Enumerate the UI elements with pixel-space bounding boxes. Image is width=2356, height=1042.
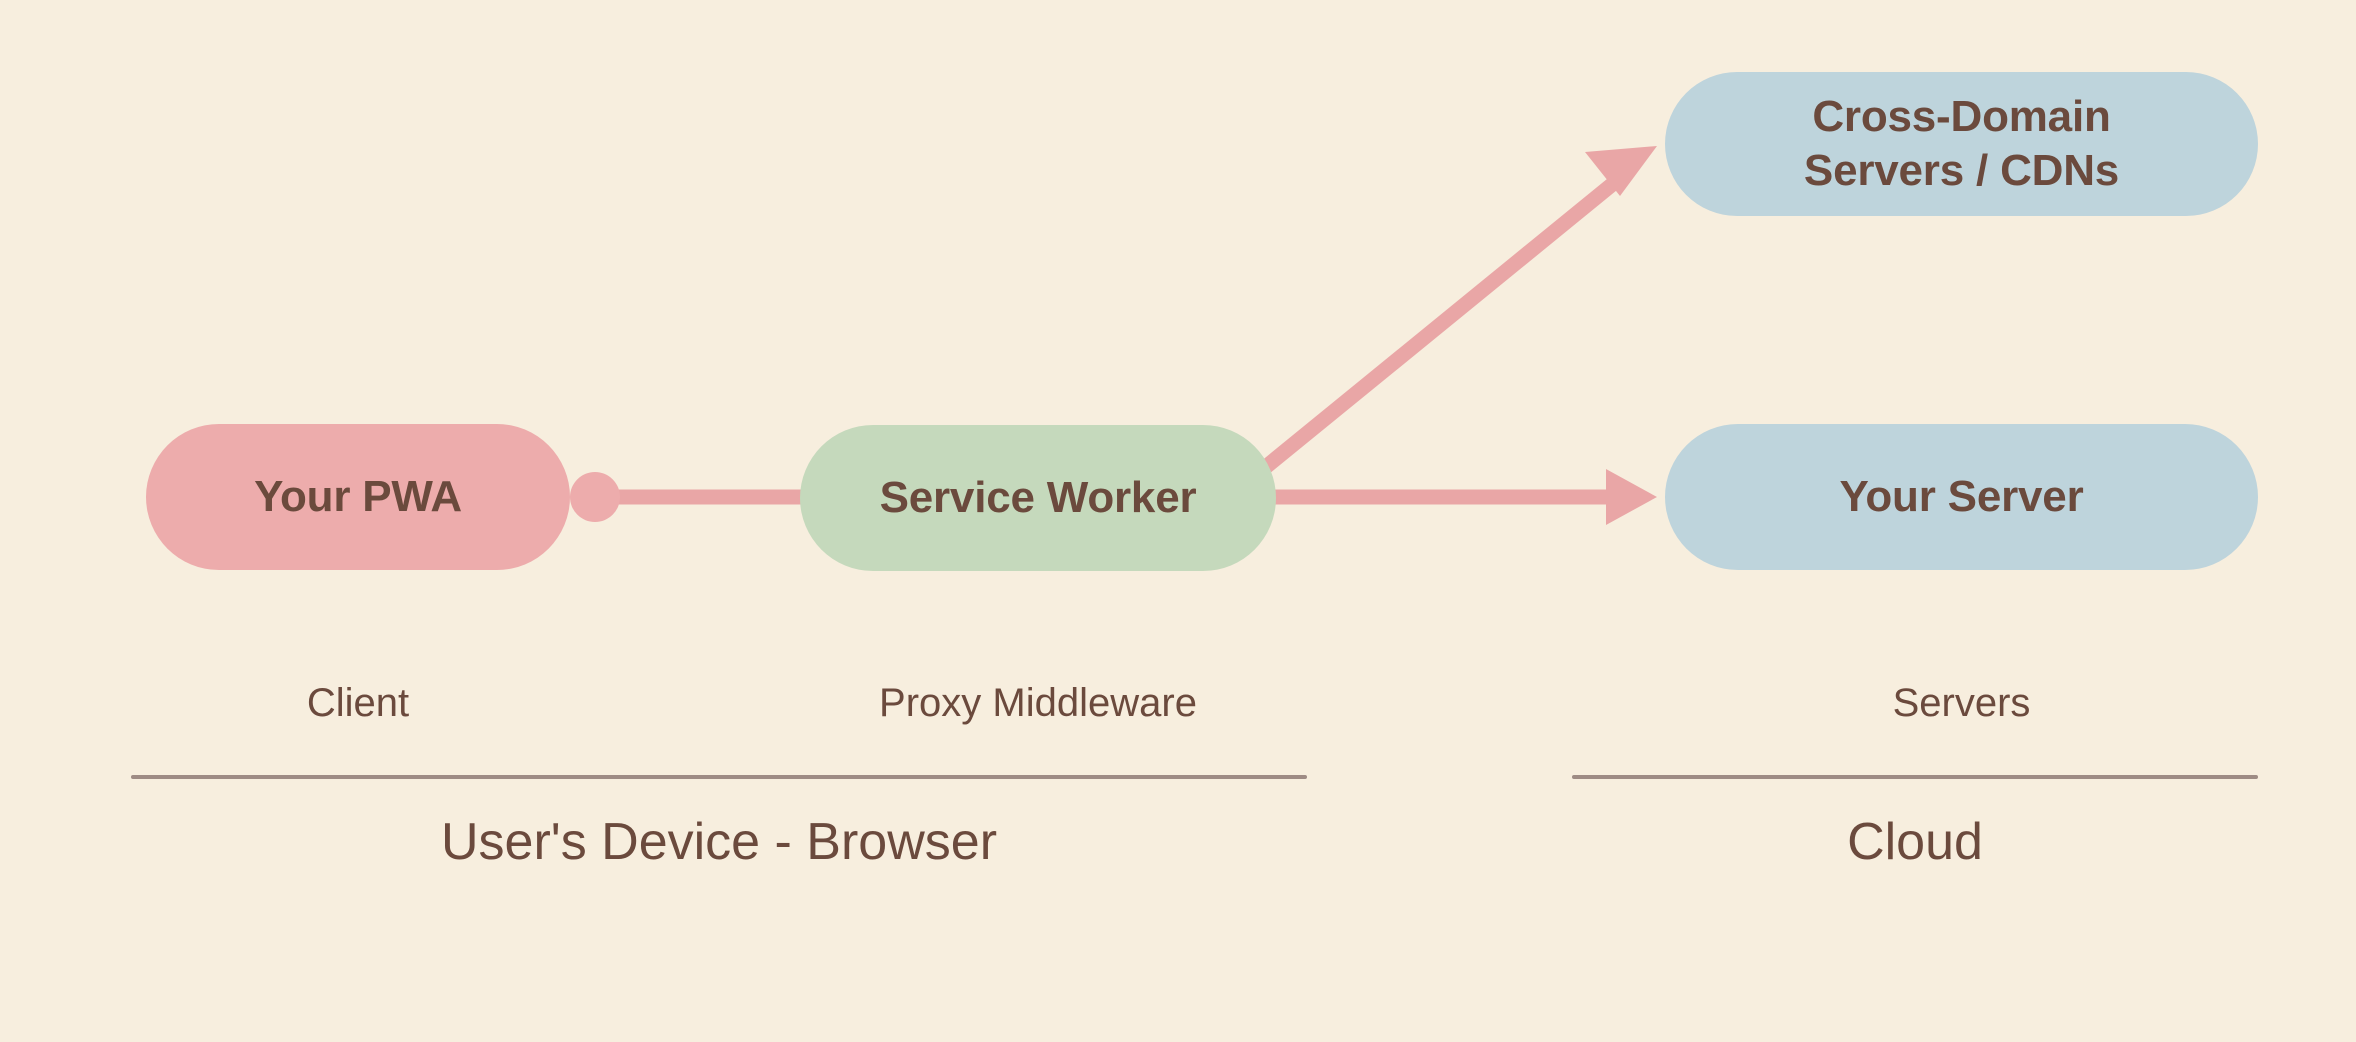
- node-cross-domain-servers-label: Cross-Domain Servers / CDNs: [1804, 90, 2119, 197]
- zone-label-servers: Servers: [1892, 681, 2031, 725]
- edge-pwa-to-service-worker: [570, 472, 806, 522]
- divider-browser: [131, 775, 1307, 779]
- group-label-users-device-browser: User's Device - Browser: [440, 813, 998, 871]
- node-cross-domain-servers[interactable]: Cross-Domain Servers / CDNs: [1665, 72, 2258, 216]
- node-your-pwa-label: Your PWA: [254, 472, 462, 522]
- node-cross-domain-line-2: Servers / CDNs: [1803, 146, 2120, 195]
- node-your-server-label: Your Server: [1839, 472, 2084, 522]
- zone-label-client: Client: [306, 681, 410, 725]
- node-service-worker-label: Service Worker: [879, 473, 1197, 523]
- edge-service-worker-to-your-server: [1274, 469, 1657, 525]
- node-your-server[interactable]: Your Server: [1665, 424, 2258, 570]
- divider-cloud: [1572, 775, 2258, 779]
- group-label-cloud: Cloud: [1847, 813, 1983, 871]
- node-your-pwa[interactable]: Your PWA: [146, 424, 570, 570]
- node-cross-domain-line-1: Cross-Domain: [1812, 92, 2111, 142]
- edge-service-worker-to-cross-domain: [1257, 146, 1657, 476]
- node-service-worker[interactable]: Service Worker: [800, 425, 1276, 571]
- zone-label-proxy-middleware: Proxy Middleware: [879, 681, 1197, 725]
